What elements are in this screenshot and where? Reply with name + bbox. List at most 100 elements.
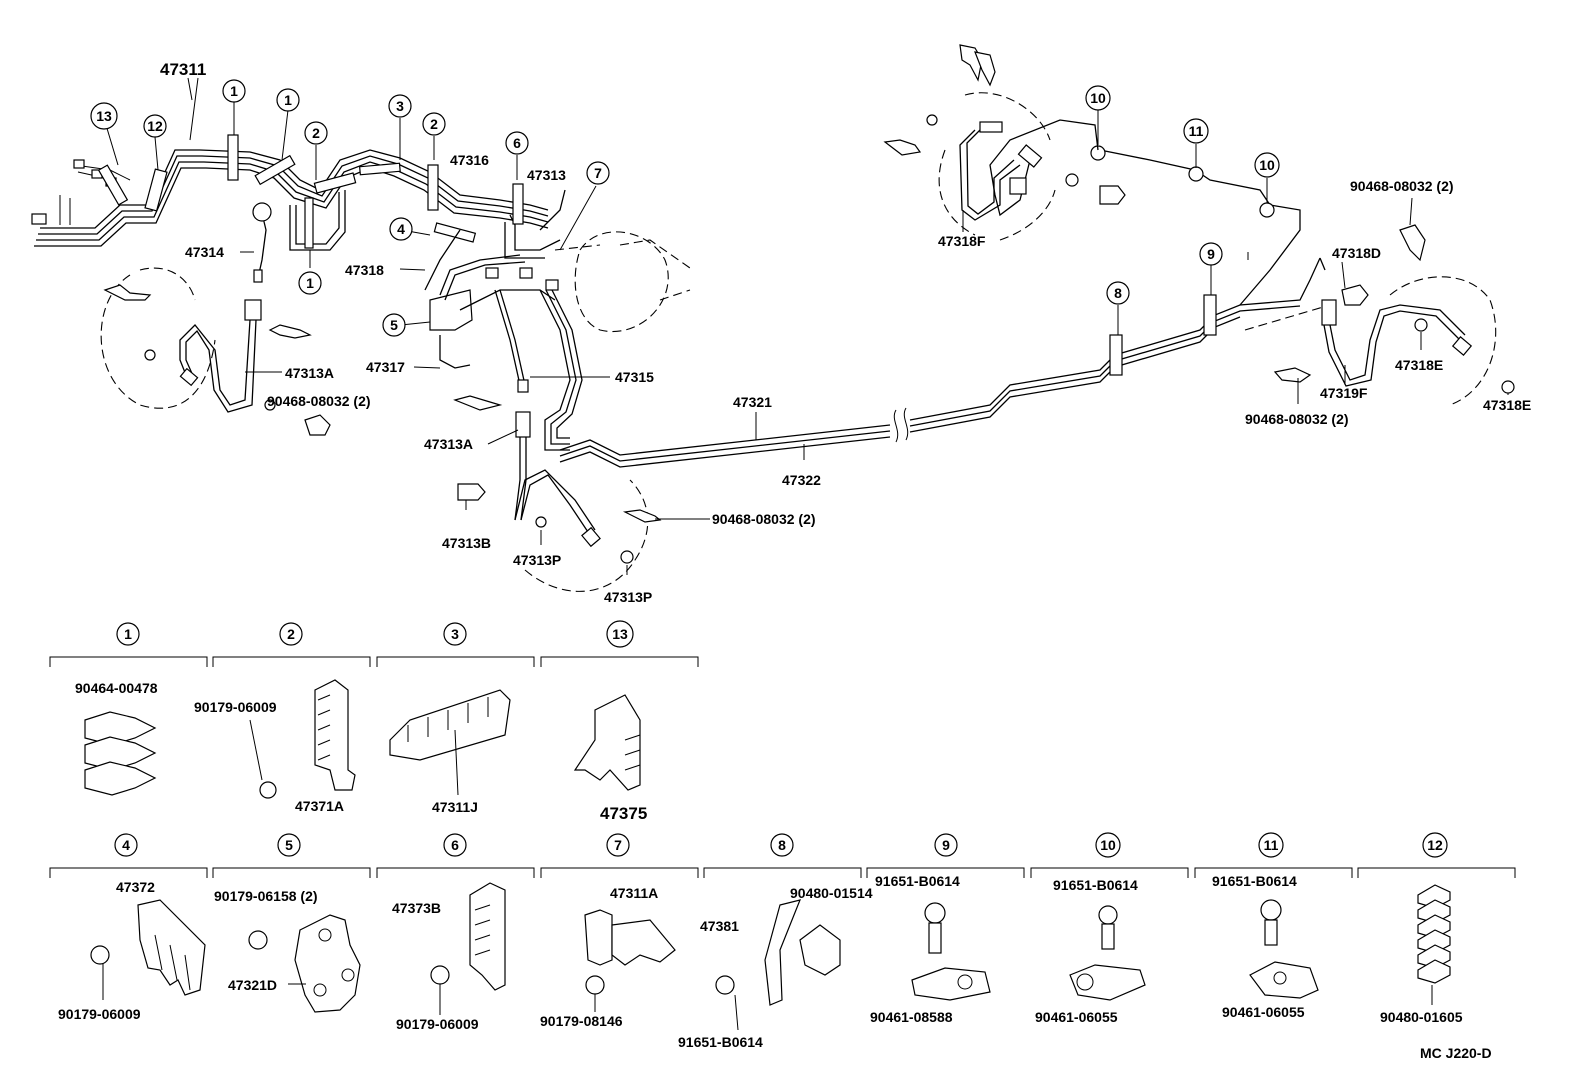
- group-5: 5 90179-06158 (2) 47321D: [214, 833, 361, 1013]
- svg-text:3: 3: [396, 98, 404, 114]
- label-47311: 47311: [160, 60, 206, 79]
- callout-13: 13: [90, 102, 118, 130]
- group-4: 4 47372 90179-06009: [58, 833, 206, 1022]
- rear-left-brake: [453, 395, 662, 592]
- label-90468-right: 90468-08032 (2): [1245, 411, 1349, 427]
- part-90461-06055-g11: 90461-06055: [1222, 1004, 1305, 1020]
- callout-10: 10: [1254, 152, 1280, 178]
- group-11: 11 91651-B0614 90461-06055: [1212, 832, 1319, 1020]
- group-13: 13 47375: [573, 620, 647, 823]
- clip-icon: [1249, 961, 1319, 999]
- svg-text:10: 10: [1090, 90, 1106, 106]
- part-47321D: 47321D: [228, 977, 277, 993]
- callout-4: 4: [389, 217, 413, 241]
- svg-text:11: 11: [1189, 123, 1204, 139]
- pipe-clamps: [97, 134, 524, 249]
- callout-1: 1: [276, 88, 300, 112]
- label-90468-topright: 90468-08032 (2): [1350, 178, 1454, 194]
- pipe-clamp-icon: [389, 689, 511, 761]
- label-47321: 47321: [733, 394, 772, 410]
- label-47313A-mid: 47313A: [424, 436, 473, 452]
- part-91651-B0614-g11: 91651-B0614: [1212, 873, 1297, 889]
- bolt-icon: [1098, 905, 1118, 950]
- part-47311J: 47311J: [432, 799, 478, 815]
- callout-11: 11: [1183, 118, 1209, 144]
- part-90480-01605: 90480-01605: [1380, 1009, 1463, 1025]
- bolt-icon: [924, 902, 946, 954]
- bolt-icon: [1260, 899, 1282, 946]
- callout-2: 2: [304, 121, 328, 145]
- group-7-callout: 7: [614, 837, 622, 853]
- main-part-labels: 47311 47314 47316 47313 47318 47317 4731…: [160, 60, 1531, 605]
- label-47318F: 47318F: [938, 233, 986, 249]
- bracket-icon: [573, 694, 641, 791]
- svg-text:1: 1: [284, 92, 292, 108]
- clip-icon: [585, 975, 605, 995]
- svg-text:12: 12: [147, 118, 163, 134]
- part-90179-06009-g6: 90179-06009: [396, 1016, 479, 1032]
- svg-text:13: 13: [96, 108, 112, 124]
- label-47313P-b: 47313P: [604, 589, 652, 605]
- svg-text:9: 9: [1207, 246, 1215, 262]
- group-2-callout: 2: [287, 626, 295, 642]
- callout-8: 8: [1106, 281, 1130, 305]
- svg-text:1: 1: [306, 275, 314, 291]
- callout-12: 12: [143, 114, 167, 138]
- group-9-callout: 9: [942, 837, 950, 853]
- label-47318E-a: 47318E: [1395, 357, 1443, 373]
- callout-3: 3: [388, 94, 412, 118]
- callout-7: 7: [586, 161, 610, 185]
- group-8: 8 90480-01514 47381 91651-B0614: [678, 833, 873, 1050]
- strap-bracket-icon: [764, 899, 841, 1006]
- callout-2: 2: [422, 112, 446, 136]
- clamp-icon: [137, 899, 206, 996]
- part-90179-06158: 90179-06158 (2): [214, 888, 318, 904]
- group-1: 1 90464-00478: [75, 622, 158, 796]
- label-47316: 47316: [450, 152, 489, 168]
- part-90461-08588: 90461-08588: [870, 1009, 953, 1025]
- group-10: 10 91651-B0614 90461-06055: [1035, 832, 1146, 1025]
- svg-text:5: 5: [390, 317, 398, 333]
- svg-text:6: 6: [513, 135, 521, 151]
- front-pipe-bundle: [31, 149, 566, 283]
- label-47313B: 47313B: [442, 535, 491, 551]
- label-47313: 47313: [527, 167, 566, 183]
- valve-bracket-icon: [294, 914, 361, 1013]
- svg-text:4: 4: [397, 221, 405, 237]
- group-7: 7 47311A 90179-08146: [540, 833, 676, 1029]
- part-91651-B0614-g9: 91651-B0614: [875, 873, 960, 889]
- part-91651-B0614-g8: 91651-B0614: [678, 1034, 763, 1050]
- callout-1: 1: [298, 271, 322, 295]
- svg-text:8: 8: [1114, 285, 1122, 301]
- group-4-callout: 4: [122, 837, 130, 853]
- diagram-code: MC J220-D: [1420, 1045, 1492, 1061]
- group-1-callout: 1: [124, 626, 132, 642]
- group-12-callout: 12: [1427, 837, 1443, 853]
- group-9: 9 91651-B0614 90461-08588: [870, 833, 991, 1025]
- clamp-bracket-icon: [314, 679, 356, 791]
- proportioning-valve: [424, 229, 583, 451]
- callout-1: 1: [222, 79, 246, 103]
- label-47313P-a: 47313P: [513, 552, 561, 568]
- part-90179-06009: 90179-06009: [194, 699, 277, 715]
- part-91651-B0614-g10: 91651-B0614: [1053, 877, 1138, 893]
- part-47375: 47375: [600, 804, 647, 823]
- clip-icon: [911, 967, 991, 1001]
- group-2: 2 90179-06009 47371A: [194, 622, 356, 814]
- part-47381: 47381: [700, 918, 739, 934]
- callout-9: 9: [1199, 242, 1223, 266]
- label-90468-left: 90468-08032 (2): [267, 393, 371, 409]
- clip-icon: [1069, 964, 1146, 1001]
- callout-6: 6: [505, 131, 529, 155]
- rear-right-brake: [1244, 224, 1515, 406]
- label-47318: 47318: [345, 262, 384, 278]
- svg-text:7: 7: [594, 165, 602, 181]
- part-47311A: 47311A: [610, 885, 658, 901]
- clip-icon: [430, 965, 450, 985]
- part-90179-06009-g4: 90179-06009: [58, 1006, 141, 1022]
- clip-icon: [90, 945, 110, 965]
- group-8-callout: 8: [778, 837, 786, 853]
- clip-icon: [248, 930, 268, 950]
